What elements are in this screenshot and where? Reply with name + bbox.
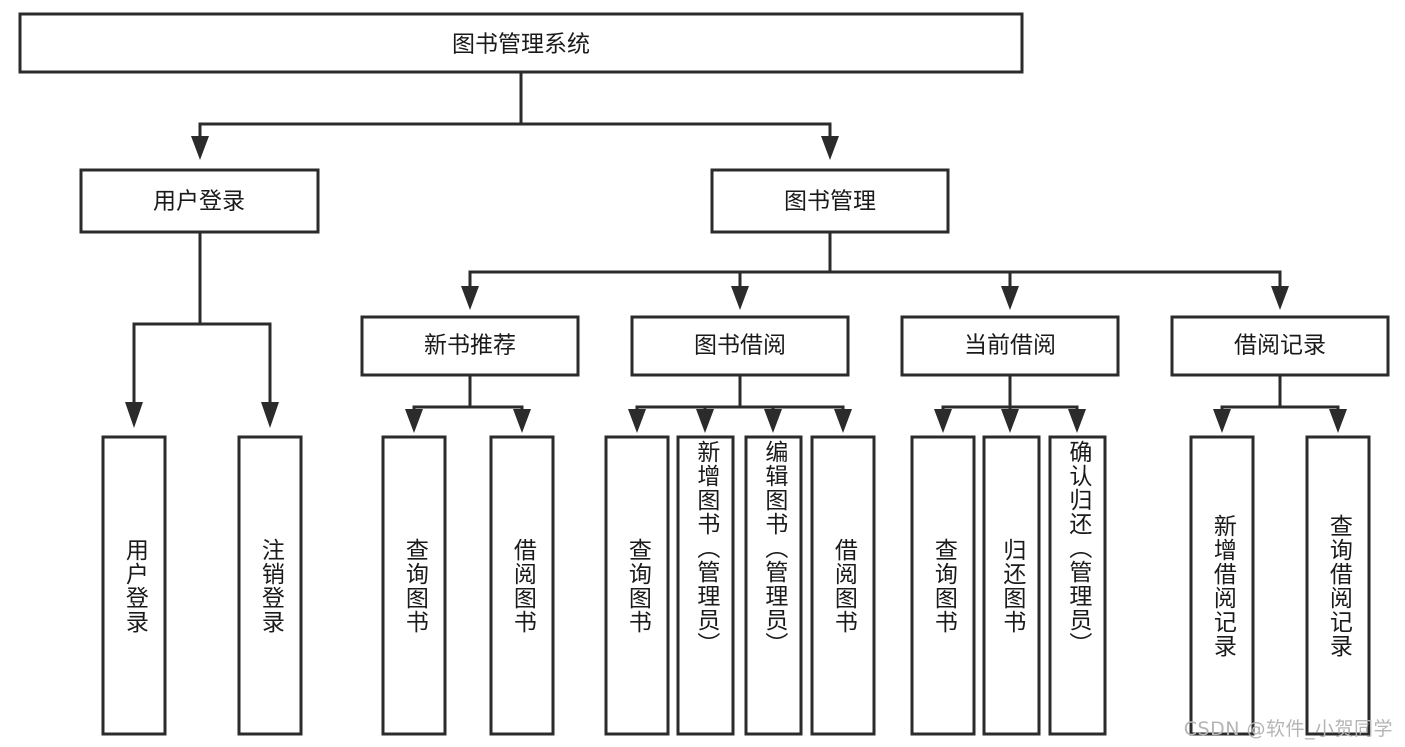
node-leaf-add-book-box[interactable] <box>676 435 735 736</box>
node-leaf-borrow-book-2-box[interactable] <box>810 435 876 736</box>
node-borrow-record-label: 借阅记录 <box>1234 333 1326 359</box>
arrow-to-new-book-recommend <box>461 286 479 310</box>
arrow-to-leaf-borrow-book-2 <box>834 409 852 433</box>
node-borrow-record[interactable]: 借阅记录 <box>1170 315 1390 377</box>
node-book-borrow-box[interactable] <box>630 315 850 377</box>
node-leaf-add-record-box[interactable] <box>1189 435 1255 736</box>
node-root-label: 图书管理系统 <box>452 32 590 58</box>
node-current-borrow-box[interactable] <box>900 315 1120 377</box>
arrow-to-book-management <box>821 136 839 160</box>
node-book-management-label: 图书管理 <box>784 189 876 215</box>
arrow-to-user-login <box>191 136 209 160</box>
node-book-management[interactable]: 图书管理 <box>710 168 950 234</box>
csdn-watermark: CSDN @软件_小贺同学 <box>1183 718 1393 740</box>
arrow-to-leaf-query-book-3 <box>934 409 952 433</box>
node-current-borrow-label: 当前借阅 <box>964 333 1056 359</box>
connector-group-root <box>191 70 839 160</box>
node-new-book-recommend-box[interactable] <box>360 315 580 377</box>
node-leaf-query-book-2-box[interactable] <box>604 435 670 736</box>
leaf-node-group <box>101 435 1371 736</box>
node-leaf-edit-book-box[interactable] <box>744 435 803 736</box>
node-leaf-return-book-box[interactable] <box>982 435 1041 736</box>
arrow-to-leaf-borrow-book-1 <box>513 409 531 433</box>
arrow-to-leaf-query-book-2 <box>628 409 646 433</box>
arrow-to-leaf-query-book-1 <box>405 409 423 433</box>
arrow-to-leaf-confirm-return <box>1068 409 1086 433</box>
node-leaf-confirm-return-box[interactable] <box>1048 435 1107 736</box>
arrow-to-leaf-user-login <box>125 402 143 428</box>
connector-group-book-management <box>461 230 1289 310</box>
node-book-borrow-label: 图书借阅 <box>694 333 786 359</box>
node-current-borrow[interactable]: 当前借阅 <box>900 315 1120 377</box>
connector-group-user-login <box>125 230 279 428</box>
node-user-login[interactable]: 用户登录 <box>79 168 320 234</box>
node-user-login-box[interactable] <box>79 168 320 234</box>
connector-group-current-borrow <box>934 373 1086 433</box>
arrow-to-leaf-add-record <box>1213 409 1231 433</box>
connector-group-borrow-record <box>1213 373 1347 433</box>
node-leaf-query-book-1-box[interactable] <box>381 435 447 736</box>
node-book-borrow[interactable]: 图书借阅 <box>630 315 850 377</box>
node-leaf-query-record-box[interactable] <box>1305 435 1371 736</box>
arrow-to-leaf-edit-book <box>764 409 782 433</box>
arrow-to-leaf-query-record <box>1329 409 1347 433</box>
node-new-book-recommend-label: 新书推荐 <box>424 333 516 359</box>
node-root[interactable]: 图书管理系统 <box>18 12 1024 74</box>
node-new-book-recommend[interactable]: 新书推荐 <box>360 315 580 377</box>
node-leaf-logout-login-box[interactable] <box>237 435 303 736</box>
node-leaf-user-login-box[interactable] <box>101 435 167 736</box>
node-user-login-label: 用户登录 <box>153 189 245 215</box>
connector-group-new-book-recommend <box>405 373 531 433</box>
node-borrow-record-box[interactable] <box>1170 315 1390 377</box>
node-root-box[interactable] <box>18 12 1024 74</box>
arrow-to-leaf-add-book <box>696 409 714 433</box>
arrow-to-book-borrow <box>731 286 749 310</box>
arrow-to-leaf-logout-login <box>261 402 279 428</box>
arrow-to-borrow-record <box>1271 286 1289 310</box>
node-leaf-borrow-book-1-box[interactable] <box>489 435 555 736</box>
arrow-to-current-borrow <box>1001 286 1019 310</box>
arrow-to-leaf-return-book <box>1001 409 1019 433</box>
node-book-management-box[interactable] <box>710 168 950 234</box>
node-leaf-query-book-3-box[interactable] <box>910 435 976 736</box>
connector-group-book-borrow <box>628 373 852 433</box>
